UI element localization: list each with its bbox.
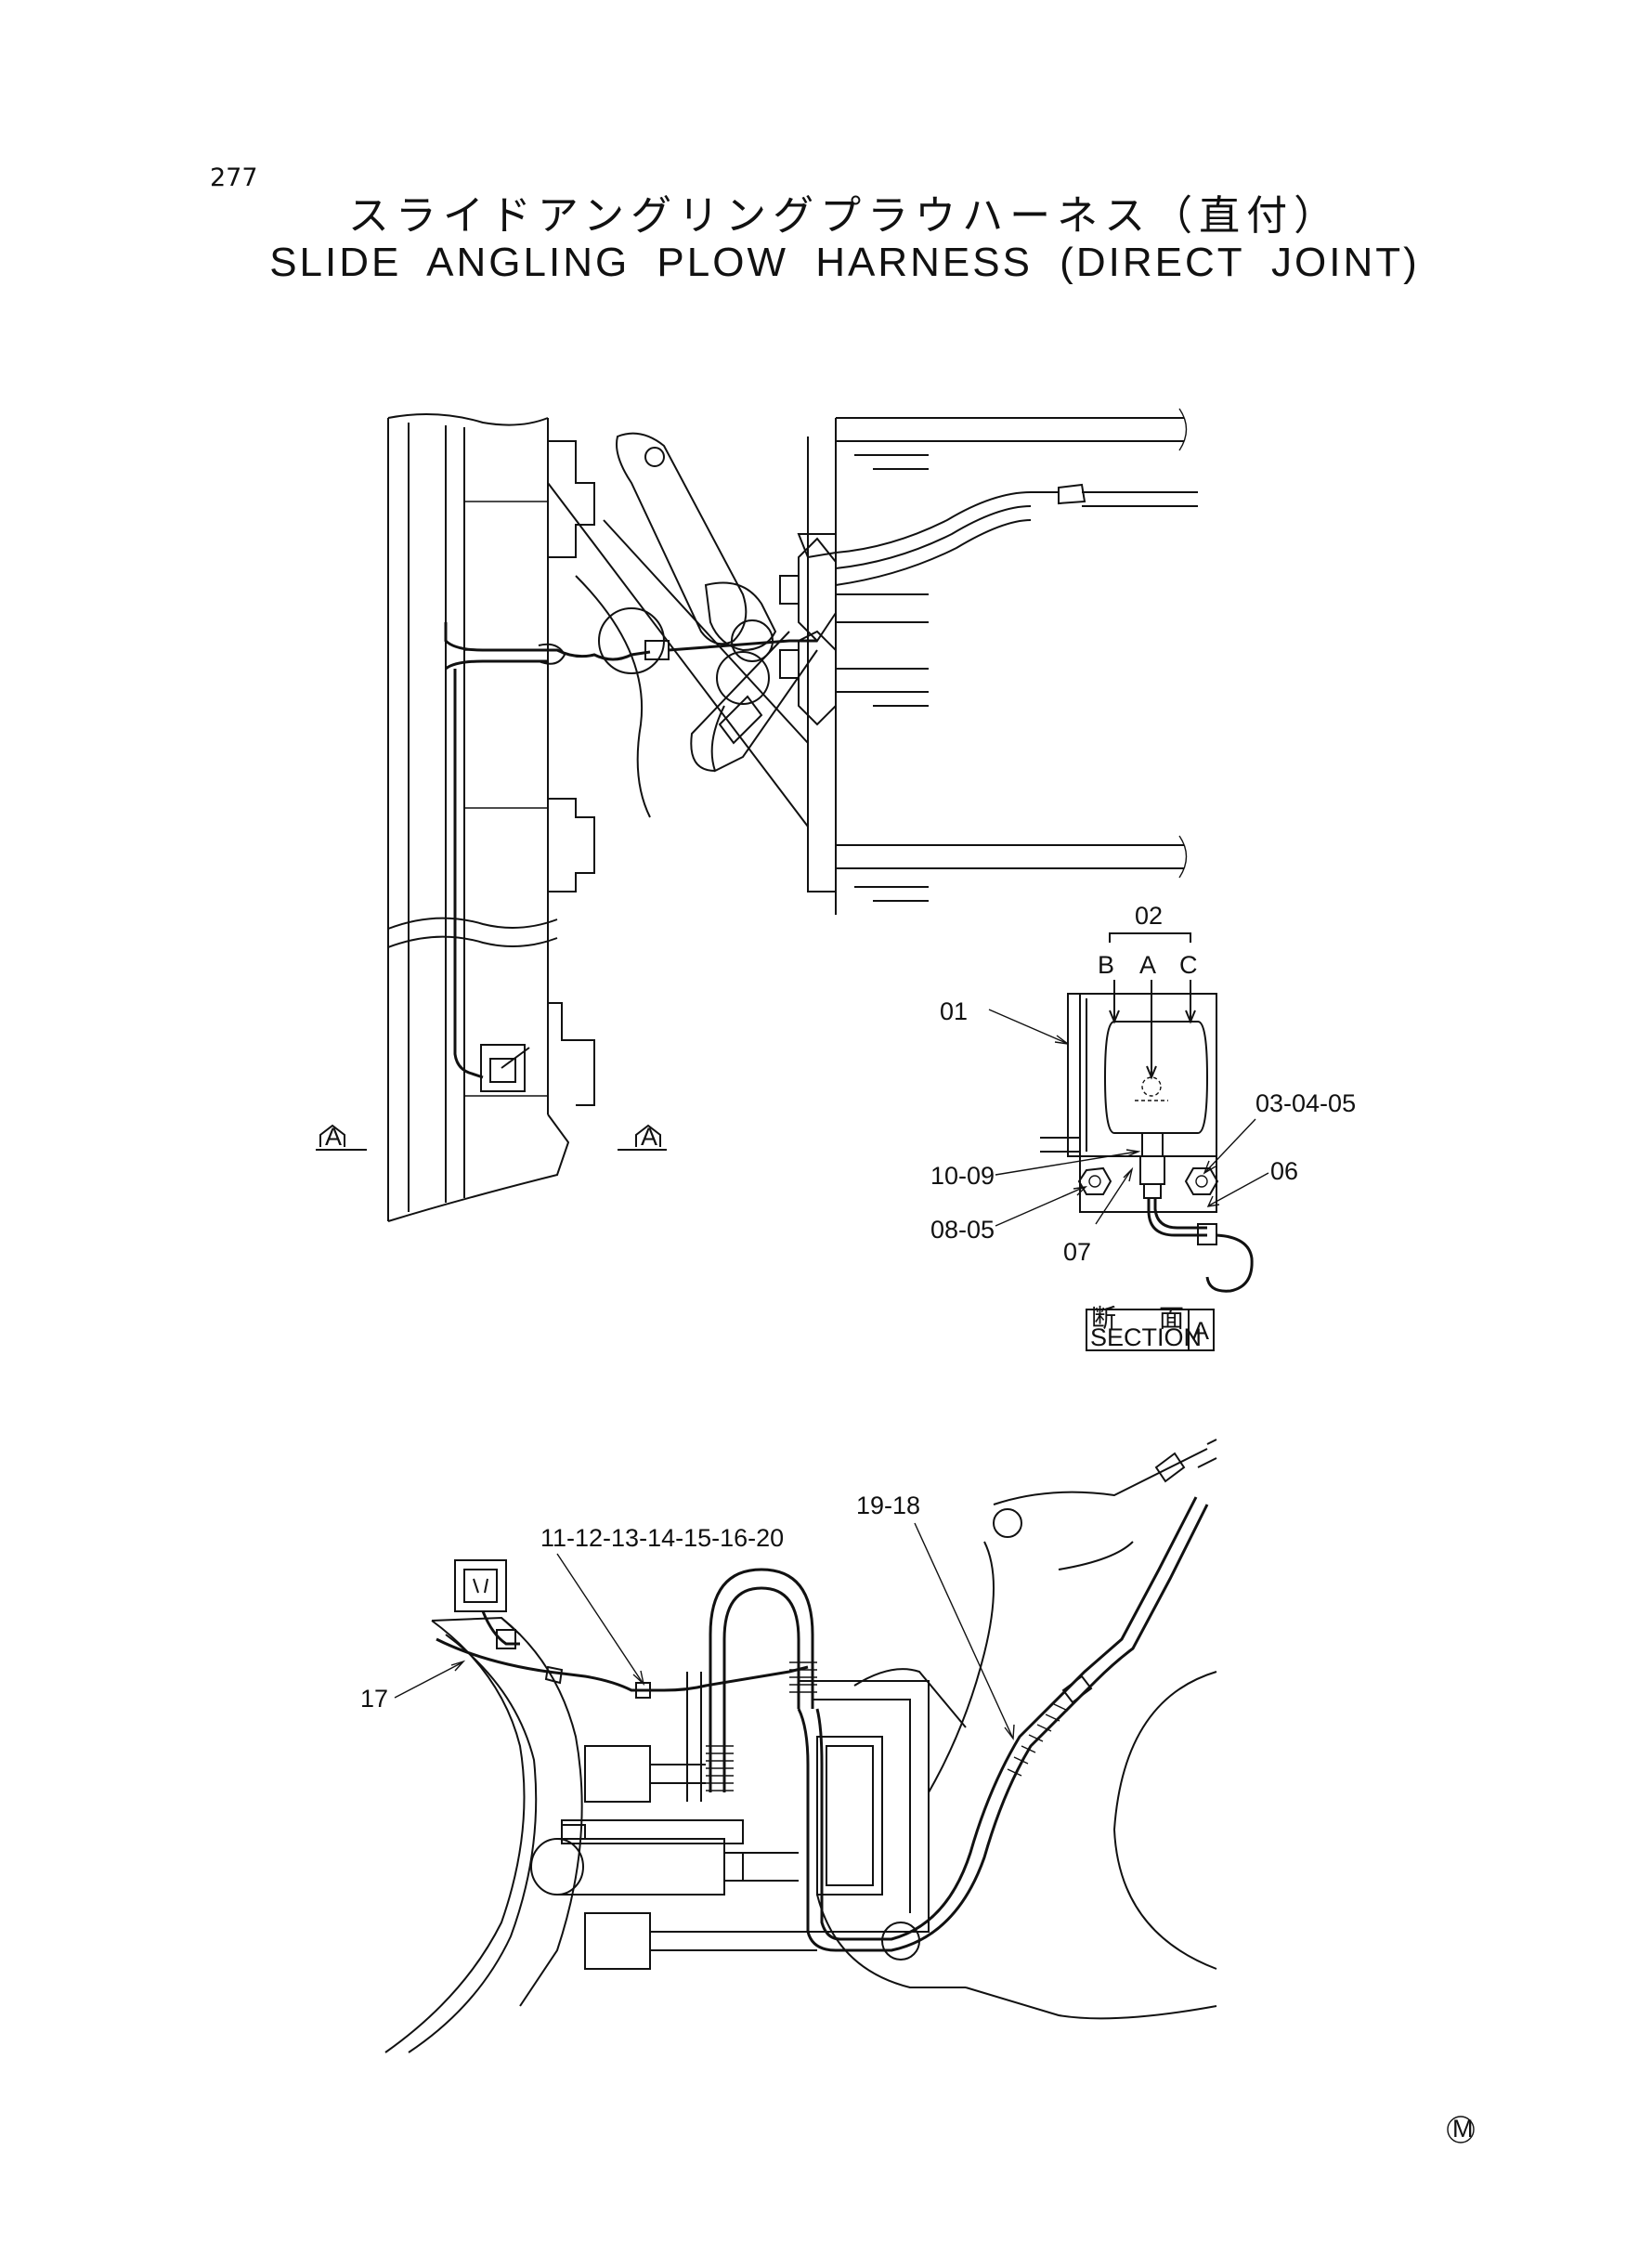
svg-text:M: M (1452, 2115, 1474, 2143)
callout-02: 02 (1135, 902, 1163, 930)
section-marker-left: A (316, 1123, 367, 1151)
section-marker-right: A (618, 1123, 667, 1151)
upper-view (387, 408, 1198, 1222)
page-number: 277 (210, 163, 258, 192)
callout-pin-a: A (1139, 951, 1156, 979)
callout-19-18: 19-18 (856, 1492, 920, 1519)
section-kanji-1: 断 (1091, 1305, 1116, 1333)
lower-callouts: 11-12-13-14-15-16-20 19-18 17 (360, 1492, 1015, 1740)
callout-07: 07 (1063, 1238, 1091, 1266)
callout-pin-b: B (1098, 951, 1114, 979)
callout-06: 06 (1270, 1157, 1298, 1185)
section-a-detail: 02 B A C 01 (930, 902, 1356, 1293)
callout-11-20: 11-12-13-14-15-16-20 (540, 1524, 784, 1552)
callout-10-09: 10-09 (930, 1162, 995, 1190)
callout-03-04-05: 03-04-05 (1255, 1089, 1356, 1117)
section-marker-letter: A (325, 1123, 342, 1151)
corner-mark: M (1447, 2115, 1475, 2143)
title-english: SLIDE ANGLING PLOW HARNESS (DIRECT JOINT… (269, 240, 1420, 285)
section-marker-letter: A (641, 1123, 657, 1151)
callout-01: 01 (940, 997, 968, 1025)
callout-pin-c: C (1179, 951, 1198, 979)
title-japanese: スライドアングリングプラウハーネス（直付） (347, 192, 1342, 240)
section-word: SECTION (1090, 1323, 1202, 1351)
section-letter: A (1192, 1317, 1209, 1345)
callout-08-05: 08-05 (930, 1216, 995, 1244)
section-a-label: 断 面 SECTION A (1086, 1305, 1215, 1351)
section-kanji-2: 面 (1159, 1305, 1184, 1333)
lower-view (384, 1439, 1217, 2053)
callout-17: 17 (360, 1685, 388, 1713)
